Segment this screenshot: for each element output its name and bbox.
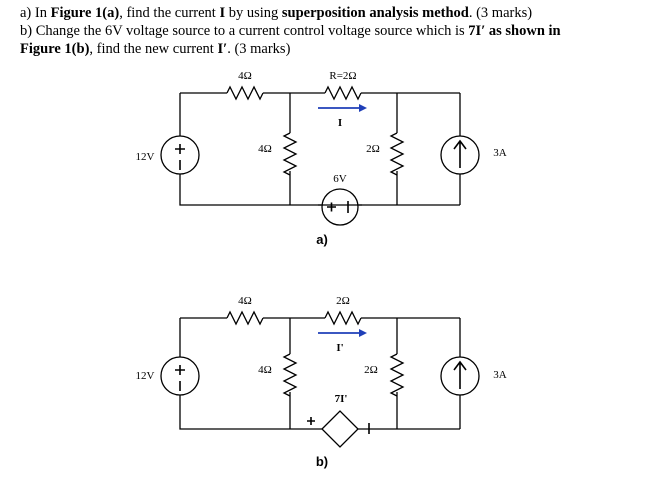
resistor-middle-b (282, 353, 298, 397)
wire-left-a (179, 93, 460, 206)
voltage-source-12v-a (160, 135, 200, 175)
figure-a (160, 85, 480, 226)
question-part-b-cont: Figure 1(b), find the new current I′. (3… (20, 41, 291, 57)
label-voltage-source-a: 12V (136, 151, 155, 163)
resistor-top-right-a (324, 85, 362, 101)
voltage-source-6v-a (321, 188, 359, 226)
dependent-expr: 7I′ as shown in (468, 23, 561, 39)
label-center-source-a: 6V (333, 173, 347, 185)
label-top-left-resistor-b: 4Ω (238, 295, 252, 307)
current-source-3a-b (440, 356, 480, 396)
resistor-right-b (389, 353, 405, 397)
question-part-b: b) Change the 6V voltage source to a cur… (20, 23, 561, 39)
label-current-a: I (338, 117, 342, 129)
caption-figure-b: b) (316, 454, 328, 469)
label-top-left-resistor-a: 4Ω (238, 70, 252, 82)
plus-sign-12v-b (175, 365, 185, 375)
current-source-3a-a (440, 135, 480, 175)
label-middle-resistor-b: 4Ω (258, 364, 272, 376)
label-top-right-resistor-b: 2Ω (336, 295, 350, 307)
label-voltage-source-b: 12V (136, 370, 155, 382)
resistor-top-left-a (226, 85, 264, 101)
current-symbol: I (219, 5, 226, 21)
method-name: superposition analysis method (281, 5, 469, 21)
plus-sign-diamond-b (307, 417, 315, 425)
figure-b (160, 310, 480, 448)
current-arrow-b (318, 329, 367, 337)
caption-figure-a: a) (316, 232, 328, 247)
resistor-top-left-b (226, 310, 264, 326)
arrow-up-icon (453, 139, 467, 168)
label-top-right-resistor-a: R=2Ω (329, 70, 356, 82)
figure-ref-a: Figure 1(a) (50, 5, 120, 21)
label-current-b: I' (336, 342, 343, 354)
question-part-a: a) In Figure 1(a), find the current I by… (20, 5, 533, 21)
resistor-middle-a (282, 132, 298, 176)
current-symbol-prime: I′ (217, 41, 228, 57)
label-current-source-b: 3A (493, 369, 507, 381)
label-dependent-source-b: 7I' (335, 393, 348, 405)
plus-sign-6v-a (327, 202, 336, 212)
figure-ref-b: Figure 1(b) (20, 41, 90, 57)
label-middle-resistor-a: 4Ω (258, 143, 272, 155)
voltage-source-12v-b (160, 356, 200, 396)
plus-sign-12v-a (175, 144, 185, 154)
dependent-source-diamond-b (321, 410, 359, 448)
resistor-right-a (389, 132, 405, 176)
label-right-resistor-b: 2Ω (364, 364, 378, 376)
resistor-top-right-b (324, 310, 362, 326)
current-arrow-a (318, 104, 367, 112)
label-right-resistor-a: 2Ω (366, 143, 380, 155)
arrow-up-icon (453, 360, 467, 389)
label-current-source-a: 3A (493, 147, 507, 159)
wire-left-b (179, 318, 460, 430)
